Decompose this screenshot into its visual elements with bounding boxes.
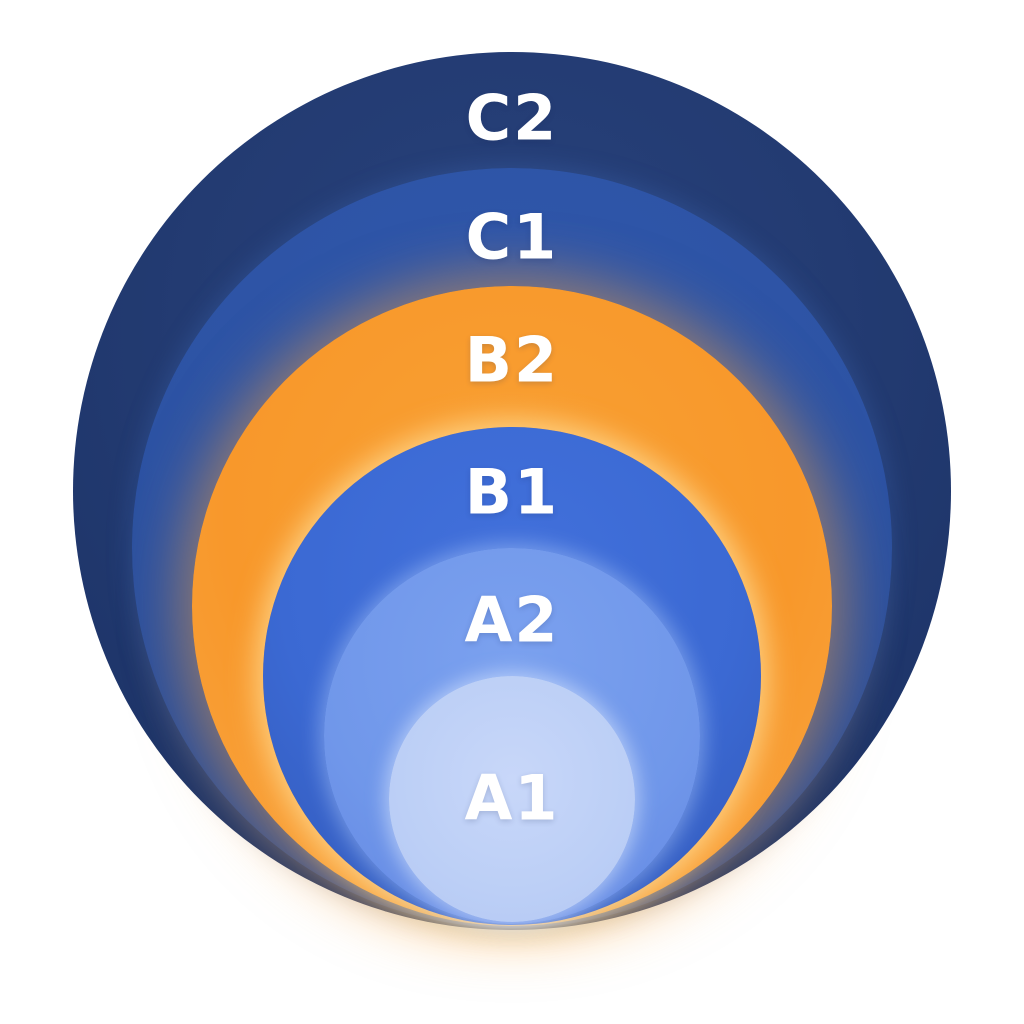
label-level-a1: A1 [464, 761, 560, 835]
label-level-c2: C2 [465, 81, 559, 155]
label-level-a2: A2 [464, 583, 560, 657]
label-level-c1: C1 [465, 200, 559, 274]
label-level-b1: B1 [464, 455, 560, 529]
circle-level-a1 [389, 676, 635, 922]
label-level-b2: B2 [464, 323, 560, 397]
